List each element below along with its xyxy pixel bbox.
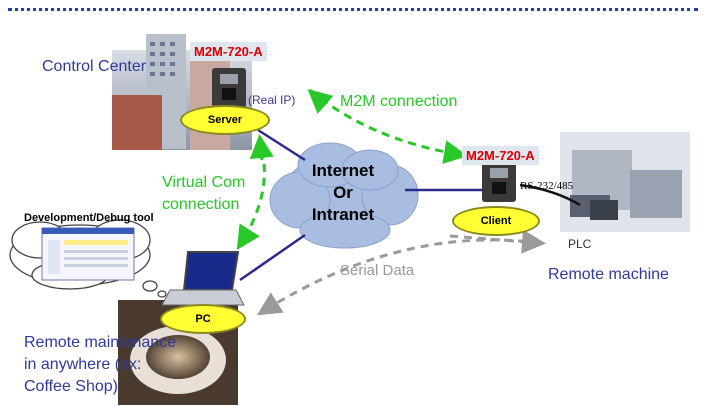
virtual-com-arrow [236, 134, 274, 251]
server-model-label: M2M-720-A [190, 42, 267, 61]
remote-machine-image [560, 132, 690, 232]
control-center-label: Control Center [42, 58, 147, 75]
client-model-label: M2M-720-A [462, 146, 539, 165]
virtual-com-line1: Virtual Com [162, 174, 246, 191]
serial-data-arrow [256, 229, 546, 316]
pc-ellipse: PC [160, 304, 246, 334]
rs232-label: RS-232/485 [520, 180, 574, 192]
virtual-com-line2: connection [162, 196, 240, 213]
server-ellipse: Server [180, 105, 270, 135]
m2m-connection-label: M2M connection [340, 93, 458, 110]
internet-cloud [269, 142, 419, 249]
rs232-cable [519, 183, 581, 207]
network-line-intranet: Intranet [311, 205, 375, 224]
network-label: Internet Or Intranet [298, 160, 388, 226]
virtual-com-label: Virtual Com connection [162, 172, 245, 216]
client-device-icon [482, 162, 516, 202]
client-ellipse: Client [452, 206, 540, 236]
serial-data-label: Serial Data [340, 262, 415, 279]
network-line-or: Or [333, 183, 353, 202]
m2m-connection-arrow [307, 88, 468, 164]
remote-maint-line2: in anywhere (ex: [24, 356, 142, 373]
remote-maint-line1: Remote maintenance [24, 334, 177, 351]
remote-machine-label: Remote machine [548, 266, 669, 283]
dev-tool-screenshot [41, 227, 135, 281]
server-device-icon [212, 68, 246, 108]
real-ip-label: (Real IP) [248, 93, 296, 107]
laptop-icon [161, 251, 245, 306]
plc-label: PLC [568, 237, 592, 251]
network-line-internet: Internet [311, 161, 375, 180]
top-dotted-border [8, 8, 698, 14]
remote-maint-line3: Coffee Shop) [24, 378, 118, 395]
remote-maintenance-label: Remote maintenance in anywhere (ex: Coff… [24, 332, 176, 398]
dev-tool-label: Development/Debug tool [24, 212, 154, 224]
